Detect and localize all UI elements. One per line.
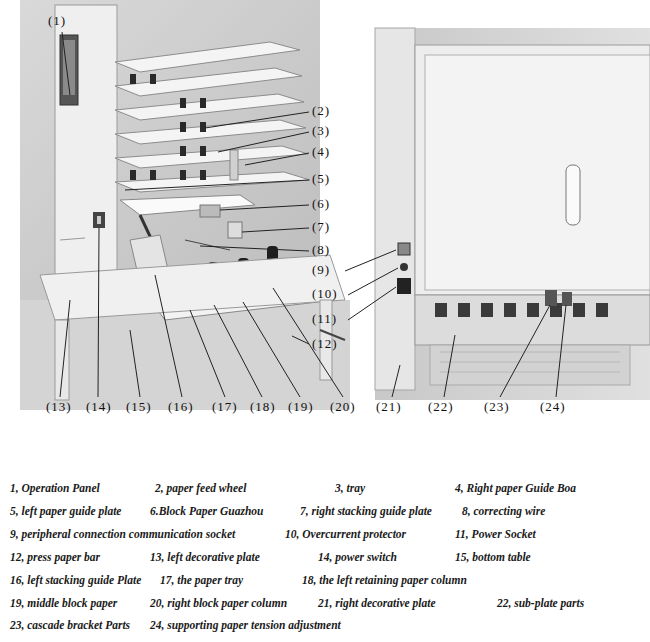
callout-number: (9) bbox=[312, 263, 330, 277]
part-legend: 12, press paper bar bbox=[10, 551, 100, 564]
callout-number: (6) bbox=[312, 197, 330, 211]
part-legend: 16, left stacking guide Plate bbox=[10, 574, 141, 587]
callout-number: (2) bbox=[312, 104, 330, 118]
part-legend: 15, bottom table bbox=[455, 551, 531, 564]
callout-number: (5) bbox=[312, 172, 330, 186]
right-photo bbox=[375, 28, 650, 400]
callout-number: (8) bbox=[312, 243, 330, 257]
callout-number: (14) bbox=[86, 400, 112, 414]
callout-number: (16) bbox=[168, 400, 194, 414]
callout-number: (3) bbox=[312, 124, 330, 138]
part-legend: 22, sub-plate parts bbox=[497, 597, 584, 610]
part-legend: 21, right decorative plate bbox=[318, 597, 436, 610]
part-legend: 23, cascade bracket Parts bbox=[10, 619, 130, 632]
callout-number: (23) bbox=[484, 400, 510, 414]
part-legend: 13, left decorative plate bbox=[150, 551, 260, 564]
part-legend: 18, the left retaining paper column bbox=[302, 574, 467, 587]
callout-number: (7) bbox=[312, 220, 330, 234]
callout-number: (1) bbox=[48, 14, 66, 28]
part-legend: 20, right block paper column bbox=[150, 597, 287, 610]
callout-number: (11) bbox=[312, 312, 337, 326]
part-legend: 24, supporting paper tension adjustment bbox=[150, 619, 341, 632]
part-legend: 14, power switch bbox=[318, 551, 397, 564]
part-legend: 8, correcting wire bbox=[462, 505, 545, 518]
callout-number: (24) bbox=[540, 400, 566, 414]
callout-number: (4) bbox=[312, 145, 330, 159]
callout-number: (21) bbox=[376, 400, 402, 414]
part-legend: 17, the paper tray bbox=[160, 574, 243, 587]
part-legend: 5, left paper guide plate bbox=[10, 505, 121, 518]
part-legend: 19, middle block paper bbox=[10, 597, 117, 610]
part-legend: 3, tray bbox=[335, 482, 365, 495]
callout-number: (20) bbox=[330, 400, 356, 414]
callout-number: (18) bbox=[250, 400, 276, 414]
part-legend: 11, Power Socket bbox=[455, 528, 536, 541]
part-legend: 9, peripheral connection communication s… bbox=[10, 528, 235, 541]
part-legend: 6.Block Paper Guazhou bbox=[150, 505, 263, 518]
callout-number: (19) bbox=[288, 400, 314, 414]
part-legend: 7, right stacking guide plate bbox=[300, 505, 432, 518]
part-legend: 4, Right paper Guide Boa bbox=[455, 482, 576, 495]
callout-number: (10) bbox=[312, 287, 338, 301]
leader-lines bbox=[60, 32, 566, 397]
callout-number: (13) bbox=[46, 400, 72, 414]
part-legend: 2, paper feed wheel bbox=[155, 482, 246, 495]
part-legend: 1, Operation Panel bbox=[10, 482, 100, 495]
left-photo bbox=[0, 0, 350, 420]
part-legend: 10, Overcurrent protector bbox=[285, 528, 406, 541]
callout-number: (12) bbox=[312, 337, 338, 351]
callout-number: (22) bbox=[428, 400, 454, 414]
callout-number: (17) bbox=[212, 400, 238, 414]
callout-number: (15) bbox=[126, 400, 152, 414]
